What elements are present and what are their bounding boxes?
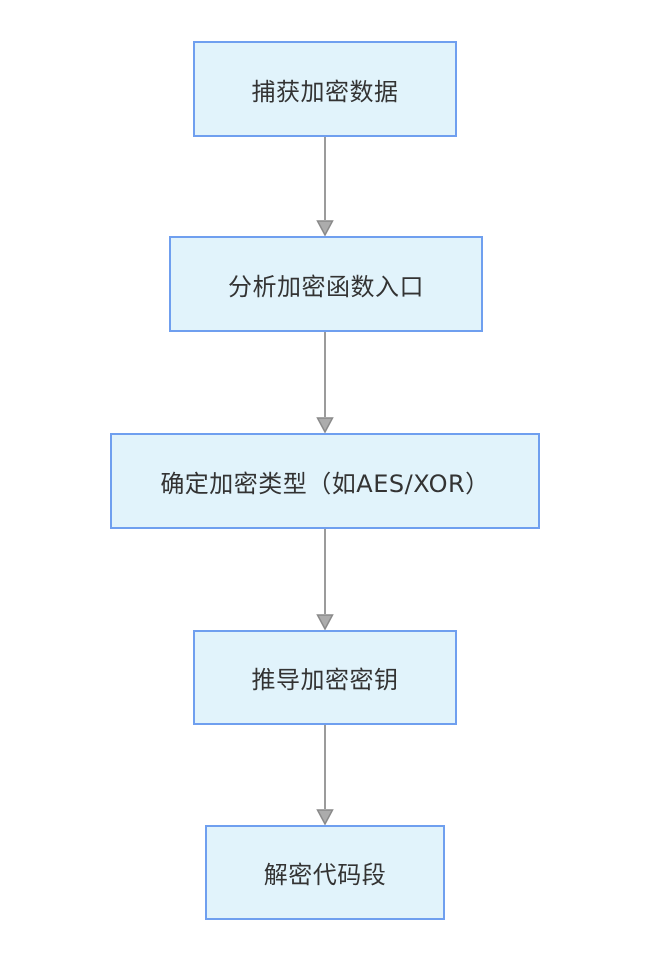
- arrow-line: [324, 725, 326, 809]
- arrow-line: [324, 529, 326, 614]
- flow-node-derive-encryption-key: 推导加密密钥: [193, 630, 457, 725]
- flow-node-analyze-function-entry: 分析加密函数入口: [169, 236, 483, 332]
- arrow-head-icon: [316, 417, 334, 433]
- flow-arrow-3: [315, 529, 335, 630]
- flow-node-determine-encryption-type: 确定加密类型（如AES/XOR）: [110, 433, 540, 529]
- node-label: 捕获加密数据: [251, 77, 399, 106]
- flow-arrow-1: [315, 137, 335, 236]
- node-label: 确定加密类型（如AES/XOR）: [160, 469, 490, 498]
- arrow-line: [324, 137, 326, 220]
- arrow-head-icon: [316, 614, 334, 630]
- flow-node-decrypt-code-segment: 解密代码段: [205, 825, 445, 920]
- arrow-head-icon: [316, 809, 334, 825]
- flow-arrow-2: [315, 332, 335, 433]
- flow-arrow-4: [315, 725, 335, 825]
- flow-node-capture-encrypted-data: 捕获加密数据: [193, 41, 457, 137]
- arrow-line: [324, 332, 326, 417]
- arrow-head-icon: [316, 220, 334, 236]
- node-label: 推导加密密钥: [251, 666, 399, 694]
- node-label: 分析加密函数入口: [228, 272, 424, 301]
- node-label: 解密代码段: [263, 861, 387, 889]
